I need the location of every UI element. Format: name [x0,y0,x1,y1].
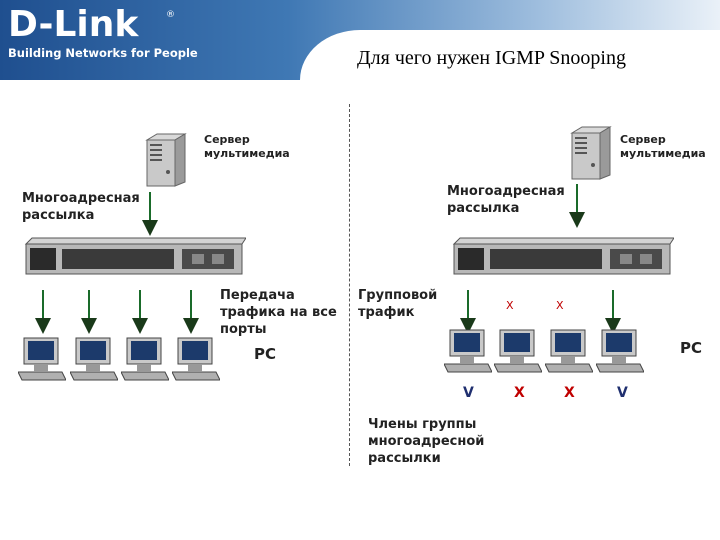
server-icon [145,133,187,187]
member-mark-1: V [463,385,474,401]
left-multicast-label: Многоадресная рассылка [22,191,140,223]
right-multicast-label: Многоадресная рассылка [447,184,565,216]
right-pc-label: PC [680,339,703,357]
group-members-label: Члены группы многоадресной рассылки [368,417,485,466]
server-icon [570,126,612,180]
left-port-arrow-4 [183,290,199,334]
pc-icon [444,329,492,373]
pc-icon [172,337,220,381]
center-divider [349,104,350,466]
flood-label: Передача трафика на все порты [220,288,337,337]
blocked-port-mark-1: X [506,299,514,312]
logo-registered-mark: ® [166,10,175,20]
left-port-arrow-1 [35,290,51,334]
group-traffic-label: Групповой трафик [358,288,438,320]
right-port-arrow-1 [460,290,476,334]
pc-icon [596,329,644,373]
page-title: Для чего нужен IGMP Snooping [357,47,626,69]
left-server-label: Сервер мультимедиа [204,133,290,160]
left-server-arrow [142,192,158,236]
logo-slogan: Building Networks for People [8,46,198,60]
right-switch-icon [452,237,674,275]
blocked-port-mark-2: X [556,299,564,312]
pc-icon [121,337,169,381]
non-member-mark-3: X [564,385,575,401]
member-mark-4: V [617,385,628,401]
header-white-area [300,30,720,80]
right-server-label: Сервер мультимедиа [620,133,706,160]
right-server-arrow [569,184,585,228]
left-switch-icon [24,237,246,275]
pc-icon [545,329,593,373]
left-port-arrow-2 [81,290,97,334]
right-port-arrow-4 [605,290,621,334]
dlink-logo: D-Link [8,4,139,45]
pc-icon [18,337,66,381]
left-port-arrow-3 [132,290,148,334]
pc-icon [70,337,118,381]
pc-icon [494,329,542,373]
left-pc-label: PC [254,345,277,363]
non-member-mark-2: X [514,385,525,401]
